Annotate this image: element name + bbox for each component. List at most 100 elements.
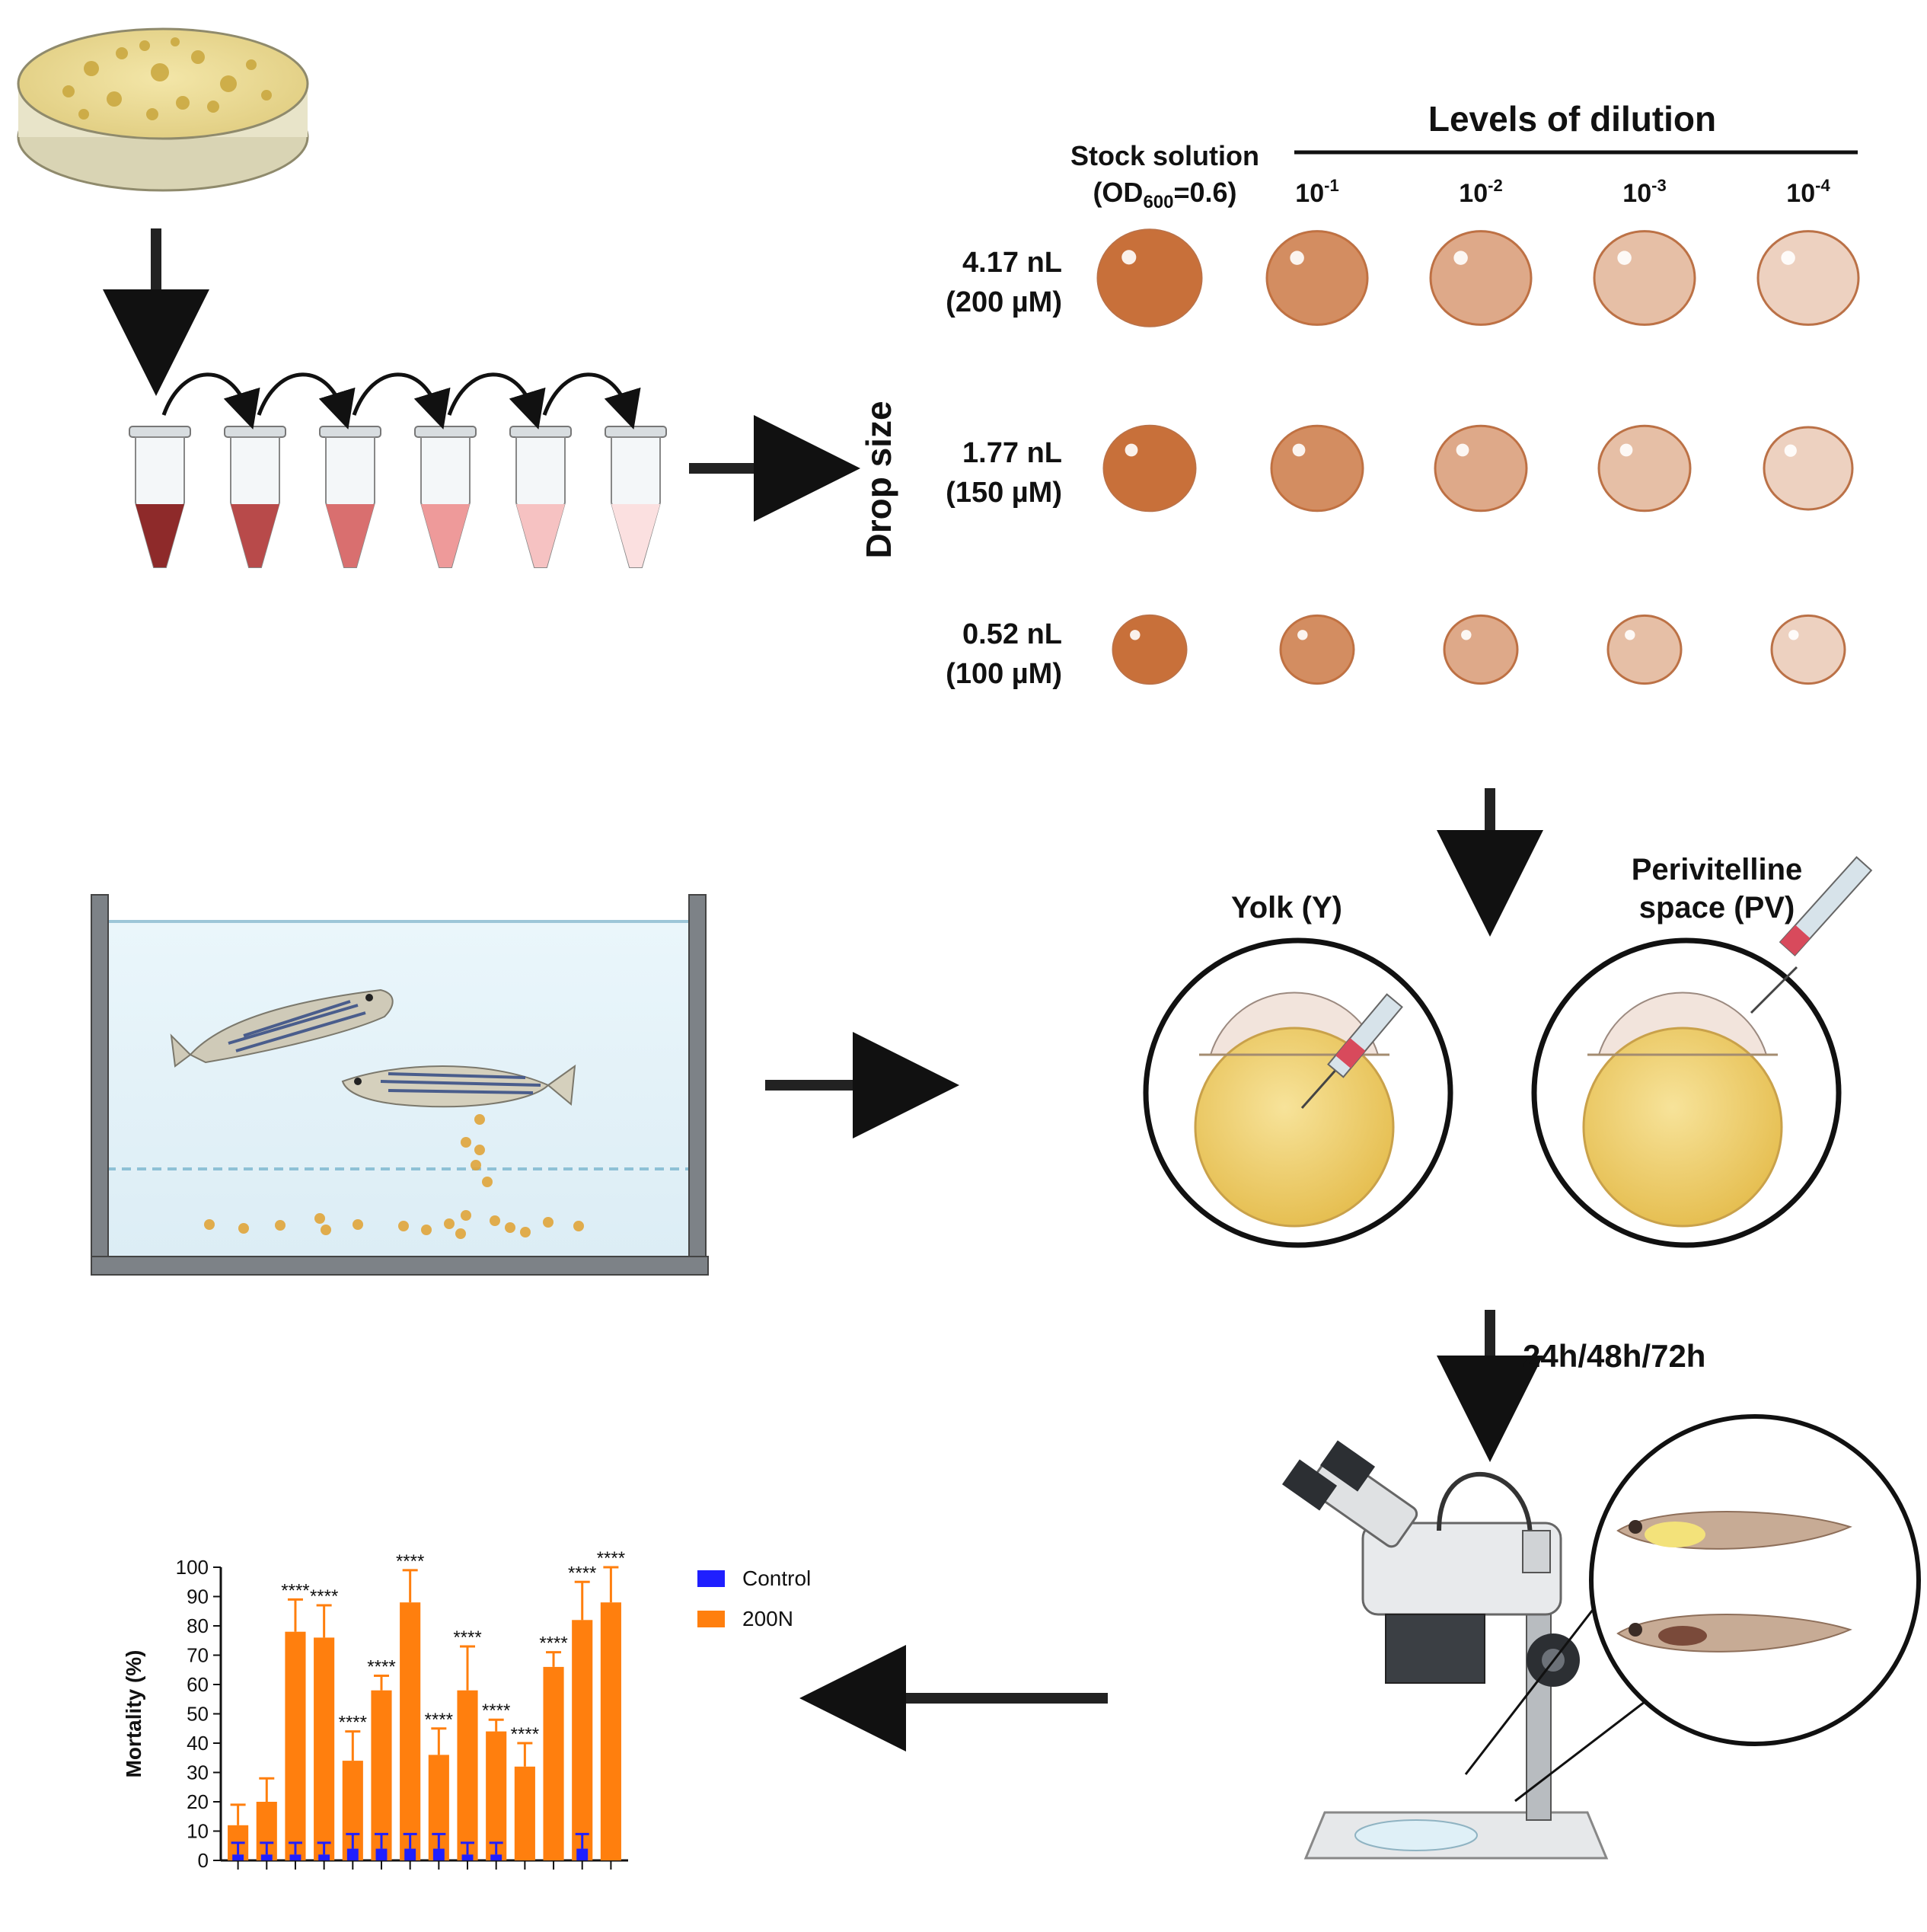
zebrafish-2	[341, 1064, 576, 1108]
y-axis-label: Mortality (%)	[122, 1650, 145, 1778]
drop-concentration-2: (150 µM)	[946, 477, 1062, 509]
y-tick-label: 10	[187, 1820, 209, 1843]
tube-2	[224, 426, 286, 568]
bar-200n-7	[400, 1602, 421, 1860]
significance-10: ****	[482, 1700, 510, 1721]
bacterial-colonies	[62, 37, 272, 120]
significance-4: ****	[310, 1586, 338, 1607]
pv-label-line2: space (PV)	[1639, 891, 1795, 924]
bar-200n-6	[371, 1690, 392, 1860]
tube-1	[129, 426, 191, 568]
drop-r1-c5	[1756, 230, 1860, 326]
dilution-level-3: 10-3	[1622, 176, 1666, 208]
y-tick-label: 90	[187, 1586, 209, 1608]
dilution-level-2: 10-2	[1459, 176, 1502, 208]
serial-transfer-arrows	[161, 372, 641, 430]
y-tick-label: 70	[187, 1644, 209, 1667]
drop-r2-c4	[1597, 424, 1692, 513]
larva-infected	[1616, 1614, 1852, 1653]
bar-control-9	[461, 1854, 474, 1860]
bar-200n-13	[572, 1620, 593, 1860]
significance-12: ****	[539, 1633, 567, 1654]
od-label: (OD600=0.6)	[1093, 177, 1236, 212]
y-tick-label: 100	[176, 1556, 209, 1579]
significance-9: ****	[453, 1627, 481, 1648]
y-tick-label: 20	[187, 1790, 209, 1813]
yolk-label: Yolk (Y)	[1231, 891, 1342, 924]
transfer-arc-4	[447, 372, 546, 430]
drop-r3-c4	[1606, 614, 1683, 685]
bar-control-7	[404, 1848, 416, 1860]
legend-swatch-2	[697, 1611, 725, 1627]
drop-r2-c5	[1763, 426, 1854, 511]
bar-control-2	[260, 1854, 273, 1860]
levels-of-dilution-title: Levels of dilution	[1428, 99, 1716, 139]
bar-200n-3	[285, 1631, 306, 1860]
stereo-microscope	[1281, 1440, 1609, 1860]
bar-control-8	[432, 1848, 445, 1860]
significance-13: ****	[568, 1563, 596, 1583]
bar-control-6	[375, 1848, 388, 1860]
drop-r1-c4	[1593, 230, 1696, 326]
dilution-tubes	[129, 426, 667, 568]
significance-14: ****	[597, 1548, 625, 1569]
larvae-zoom-inset	[1464, 1414, 1921, 1803]
dilution-level-4: 10-4	[1786, 176, 1830, 208]
drop-volume-3: 0.52 nL	[962, 618, 1062, 650]
petri-dish	[17, 27, 309, 192]
dilution-level-1: 10-1	[1295, 176, 1338, 208]
tube-5	[509, 426, 572, 568]
embryo-yolk-injection	[1143, 937, 1453, 1248]
drop-concentration-3: (100 µM)	[946, 658, 1062, 690]
legend-label-1: Control	[742, 1566, 811, 1590]
injection-needle-yolk	[1300, 993, 1403, 1109]
fish-tank	[91, 894, 709, 1276]
fish-eggs	[204, 1114, 584, 1239]
bar-200n-10	[486, 1731, 507, 1860]
drop-r3-c5	[1770, 614, 1846, 685]
tube-3	[319, 426, 381, 568]
significance-3: ****	[281, 1580, 309, 1601]
drop-r2-c1	[1102, 424, 1197, 513]
bar-200n-11	[514, 1766, 535, 1860]
legend-swatch-1	[697, 1570, 725, 1587]
dilution-level-labels: 10-1 10-2 10-3 10-4	[1295, 176, 1830, 208]
drop-r2-c2	[1270, 424, 1364, 513]
significance-5: ****	[339, 1713, 367, 1733]
bar-200n-9	[457, 1690, 478, 1860]
bar-control-13	[576, 1848, 589, 1860]
transfer-arc-1	[161, 372, 260, 430]
bar-control-3	[289, 1854, 301, 1860]
y-tick-label: 0	[198, 1849, 209, 1872]
drop-r2-c3	[1434, 424, 1528, 513]
significance-11: ****	[511, 1724, 539, 1745]
y-tick-label: 30	[187, 1761, 209, 1784]
transfer-arc-3	[352, 372, 451, 430]
tube-4	[414, 426, 477, 568]
drop-r3-c3	[1443, 614, 1519, 685]
drop-r3-c2	[1279, 614, 1355, 685]
drop-r1-c3	[1429, 230, 1533, 326]
significance-7: ****	[396, 1551, 424, 1572]
tube-6	[605, 426, 667, 568]
pv-label-line1: Perivitelline	[1632, 853, 1803, 886]
bar-control-4	[318, 1854, 330, 1860]
larva-healthy	[1616, 1511, 1852, 1550]
drop-r1-c1	[1096, 228, 1203, 327]
significance-8: ****	[425, 1710, 453, 1730]
legend-label-2: 200N	[742, 1607, 793, 1630]
y-tick-label: 50	[187, 1703, 209, 1726]
bar-200n-14	[600, 1602, 621, 1860]
y-tick-label: 40	[187, 1732, 209, 1755]
drop-r1-c2	[1265, 230, 1369, 326]
bar-200n-4	[314, 1637, 335, 1860]
injection-needle-pv	[1750, 856, 1873, 1014]
transfer-arc-5	[542, 372, 641, 430]
drop-size-row-labels: 4.17 nL(200 µM)1.77 nL(150 µM)0.52 nL(10…	[946, 247, 1062, 690]
bar-control-1	[232, 1854, 244, 1860]
drop-grid	[1096, 228, 1860, 685]
bar-control-10	[490, 1854, 502, 1860]
drop-size-axis-title: Drop size	[859, 401, 898, 558]
